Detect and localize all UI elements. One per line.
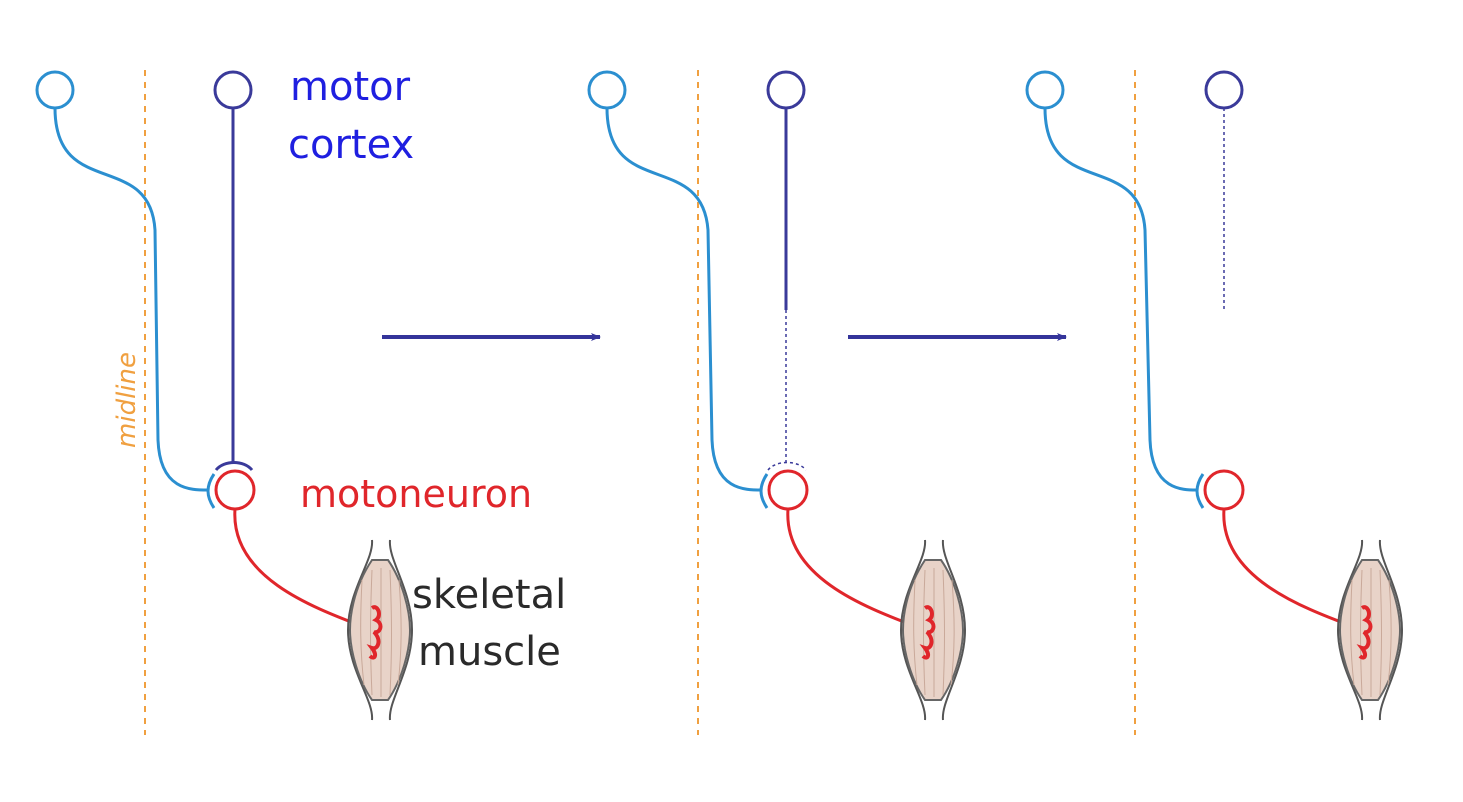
motor-cortex-label-line2: cortex: [288, 122, 414, 168]
skeletal-muscle-label-line1: skeletal: [412, 572, 566, 618]
contralateral-synapse: [759, 473, 769, 509]
motor-cortex-neuron-soma: [1204, 70, 1244, 110]
contralateral-synapse: [206, 473, 216, 509]
motor-cortex-neuron-soma: [766, 70, 806, 110]
motor-cortex-neuron-soma: [213, 70, 253, 110]
contralateral-axon: [605, 107, 763, 492]
motoneuron-soma: [214, 469, 256, 511]
motor-cortex-label-line1: motor: [290, 64, 411, 110]
contralateral-neuron-soma: [1025, 70, 1065, 110]
motoneuron-soma: [767, 469, 809, 511]
panel-degenerating: [587, 70, 967, 735]
motor-cortex-synapse: [214, 461, 254, 472]
skeletal-muscle-icon: [1336, 539, 1404, 721]
panel-lost: [1025, 70, 1404, 735]
motor-cortex-synapse-degenerating: [767, 461, 807, 471]
contralateral-neuron-soma: [35, 70, 75, 110]
contralateral-axon: [1043, 107, 1198, 492]
skeletal-muscle-icon: [899, 539, 967, 721]
skeletal-muscle-icon: [346, 539, 414, 721]
motoneuron-label: motoneuron: [300, 472, 532, 516]
skeletal-muscle-label-line2: muscle: [418, 629, 561, 675]
contralateral-neuron-soma: [587, 70, 627, 110]
panel-intact: midline motor cortex motoneuron skeletal…: [35, 64, 566, 735]
motoneuron-soma: [1203, 469, 1245, 511]
contralateral-axon: [53, 107, 209, 492]
midline-label: midline: [112, 352, 142, 448]
contralateral-synapse: [1195, 473, 1205, 509]
